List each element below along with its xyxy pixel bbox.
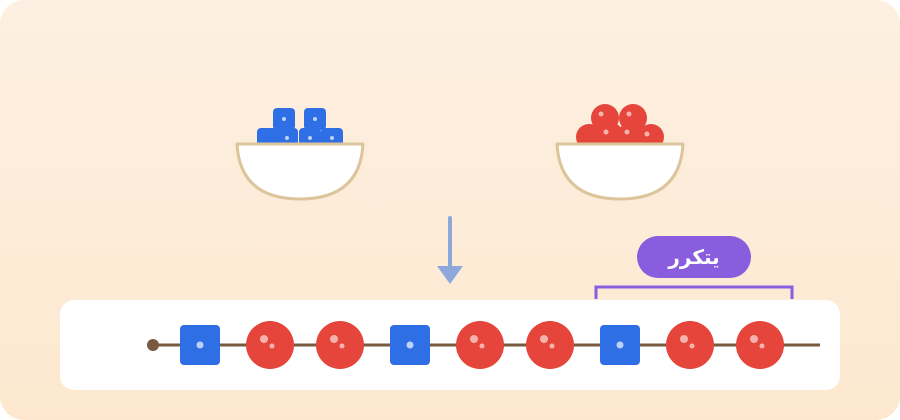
pattern-red-circle	[666, 321, 714, 369]
blue-bowl	[235, 108, 365, 201]
red-circles-pile	[576, 104, 664, 150]
down-arrow-icon	[437, 216, 463, 284]
pattern-red-circle	[736, 321, 784, 369]
pattern-items	[180, 321, 784, 369]
pattern-blue-square	[390, 325, 430, 365]
red-bowl	[555, 104, 685, 201]
pattern-red-circle	[246, 321, 294, 369]
pattern-start-dot	[147, 339, 159, 351]
pattern-blue-square	[180, 325, 220, 365]
pattern-blue-square	[600, 325, 640, 365]
pattern-red-circle	[456, 321, 504, 369]
repeat-label: يتكرر	[637, 236, 751, 278]
repeat-bracket	[594, 285, 794, 299]
pattern-red-circle	[526, 321, 574, 369]
pattern-red-circle	[316, 321, 364, 369]
